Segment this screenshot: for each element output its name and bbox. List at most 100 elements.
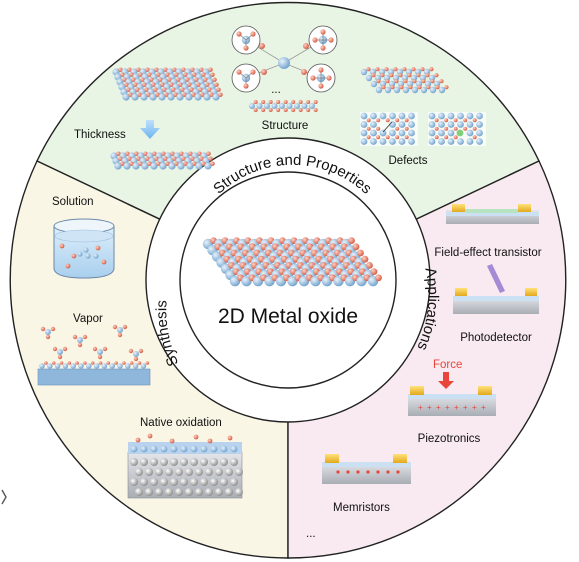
oxygen-atom (435, 85, 440, 90)
metal-atom (379, 112, 387, 120)
oxygen-atom (395, 135, 400, 140)
oxygen-atom (404, 118, 409, 123)
oxygen-atom (429, 67, 434, 72)
metal-atom (177, 162, 185, 170)
metal-atom (476, 129, 483, 137)
metal-atom (447, 112, 455, 120)
metal-atom (215, 468, 223, 476)
metal-atom (428, 112, 436, 120)
metal-atom (195, 162, 203, 170)
metal-atom (210, 458, 218, 466)
metal-atom (389, 129, 396, 137)
metal-atom (230, 478, 238, 486)
force-label: Force (433, 359, 462, 371)
oxygen-atom (376, 126, 381, 131)
oxygen-atom (261, 69, 267, 75)
metal-atom (165, 488, 173, 496)
oxygen-atom (206, 151, 211, 156)
thickness-arrow-icon (140, 120, 160, 139)
oxygen-atom (138, 348, 144, 354)
oxygen-atom (283, 100, 288, 104)
metal-atom (203, 93, 211, 101)
metal-atom (428, 121, 436, 128)
metal-atom (77, 251, 83, 257)
metal-atom (360, 129, 368, 137)
oxygen-atom (376, 135, 381, 140)
oxygen-atom (72, 334, 78, 340)
oxygen-atom (117, 332, 123, 338)
oxygen-atom (310, 75, 316, 81)
oxygen-atom (408, 85, 413, 90)
defect-lattice-substitution (428, 112, 486, 146)
oxygen-atom (210, 72, 215, 77)
oxygen-atom (398, 73, 403, 78)
metal-atom (389, 112, 396, 120)
oxygen-atom (411, 67, 416, 72)
metal-atom (205, 468, 213, 476)
oxygen-atom (348, 237, 355, 245)
metal-atom (438, 112, 445, 120)
metal-atom (132, 162, 140, 170)
fet-label: Field-effect transistor (434, 247, 541, 259)
svg-text:+: + (463, 403, 468, 412)
metal-atom (170, 458, 178, 466)
metal-atom (220, 458, 228, 466)
metal-atom (130, 458, 138, 466)
synthesis-content: Solution Vapor Native oxidation (37, 196, 243, 499)
oxygen-atom (82, 334, 88, 340)
oxygen-atom (444, 118, 449, 123)
oxygen-atom (404, 126, 409, 131)
oxygen-atom (385, 79, 390, 84)
oxygen-atom (453, 118, 458, 123)
metal-atom (230, 458, 238, 466)
metal-atom (190, 478, 198, 486)
metal-atom (200, 458, 208, 466)
metal-atom (160, 458, 168, 466)
metal-atom (279, 103, 285, 109)
oxygen-atom (385, 118, 390, 123)
metal-atom (175, 468, 183, 476)
oxygen-atom (236, 31, 242, 37)
metal-atom (150, 478, 158, 486)
oxygen-atom (97, 354, 103, 360)
oxygen-atom (463, 118, 468, 123)
fet-device-illustration (446, 204, 539, 224)
oxygen-atom (375, 67, 380, 72)
oxygen-atom (135, 437, 141, 443)
metal-atom (185, 93, 193, 101)
oxygen-atom (366, 118, 371, 123)
metal-atom (408, 129, 415, 137)
metal-atom (149, 93, 157, 101)
metal-atom (402, 86, 410, 94)
metal-atom (438, 121, 445, 128)
oxygen-atom (380, 73, 385, 78)
metal-atom (466, 121, 474, 128)
oxygen-atom (193, 434, 199, 440)
defect-lattice-illustration (360, 67, 449, 94)
oxygen-atom (376, 118, 381, 123)
metal-atom (180, 458, 188, 466)
oxygen-atom (463, 126, 468, 131)
piezo-charge-markers: ++++++++ (418, 403, 486, 412)
oxygen-atom (52, 346, 58, 352)
metal-atom (150, 162, 158, 170)
oxygen-atom (439, 79, 444, 84)
oxygen-atom (298, 108, 303, 112)
structure-label: Structure (262, 120, 309, 132)
metal-atom (476, 121, 483, 128)
metal-atom (141, 162, 149, 170)
oxygen-atom (320, 45, 326, 51)
metal-atom (194, 93, 202, 101)
metal-atom (123, 162, 131, 170)
metal-atom (309, 103, 315, 109)
metal-atom (466, 112, 474, 120)
metal-atom (210, 478, 218, 486)
oxygen-atom (320, 29, 326, 35)
oxygen-atom (44, 361, 48, 365)
oxygen-atom (434, 73, 439, 78)
metal-atom (159, 162, 167, 170)
oxygen-atom (472, 135, 477, 140)
oxygen-atom (98, 361, 103, 365)
oxygen-atom (472, 118, 477, 123)
metal-atom (398, 112, 406, 120)
